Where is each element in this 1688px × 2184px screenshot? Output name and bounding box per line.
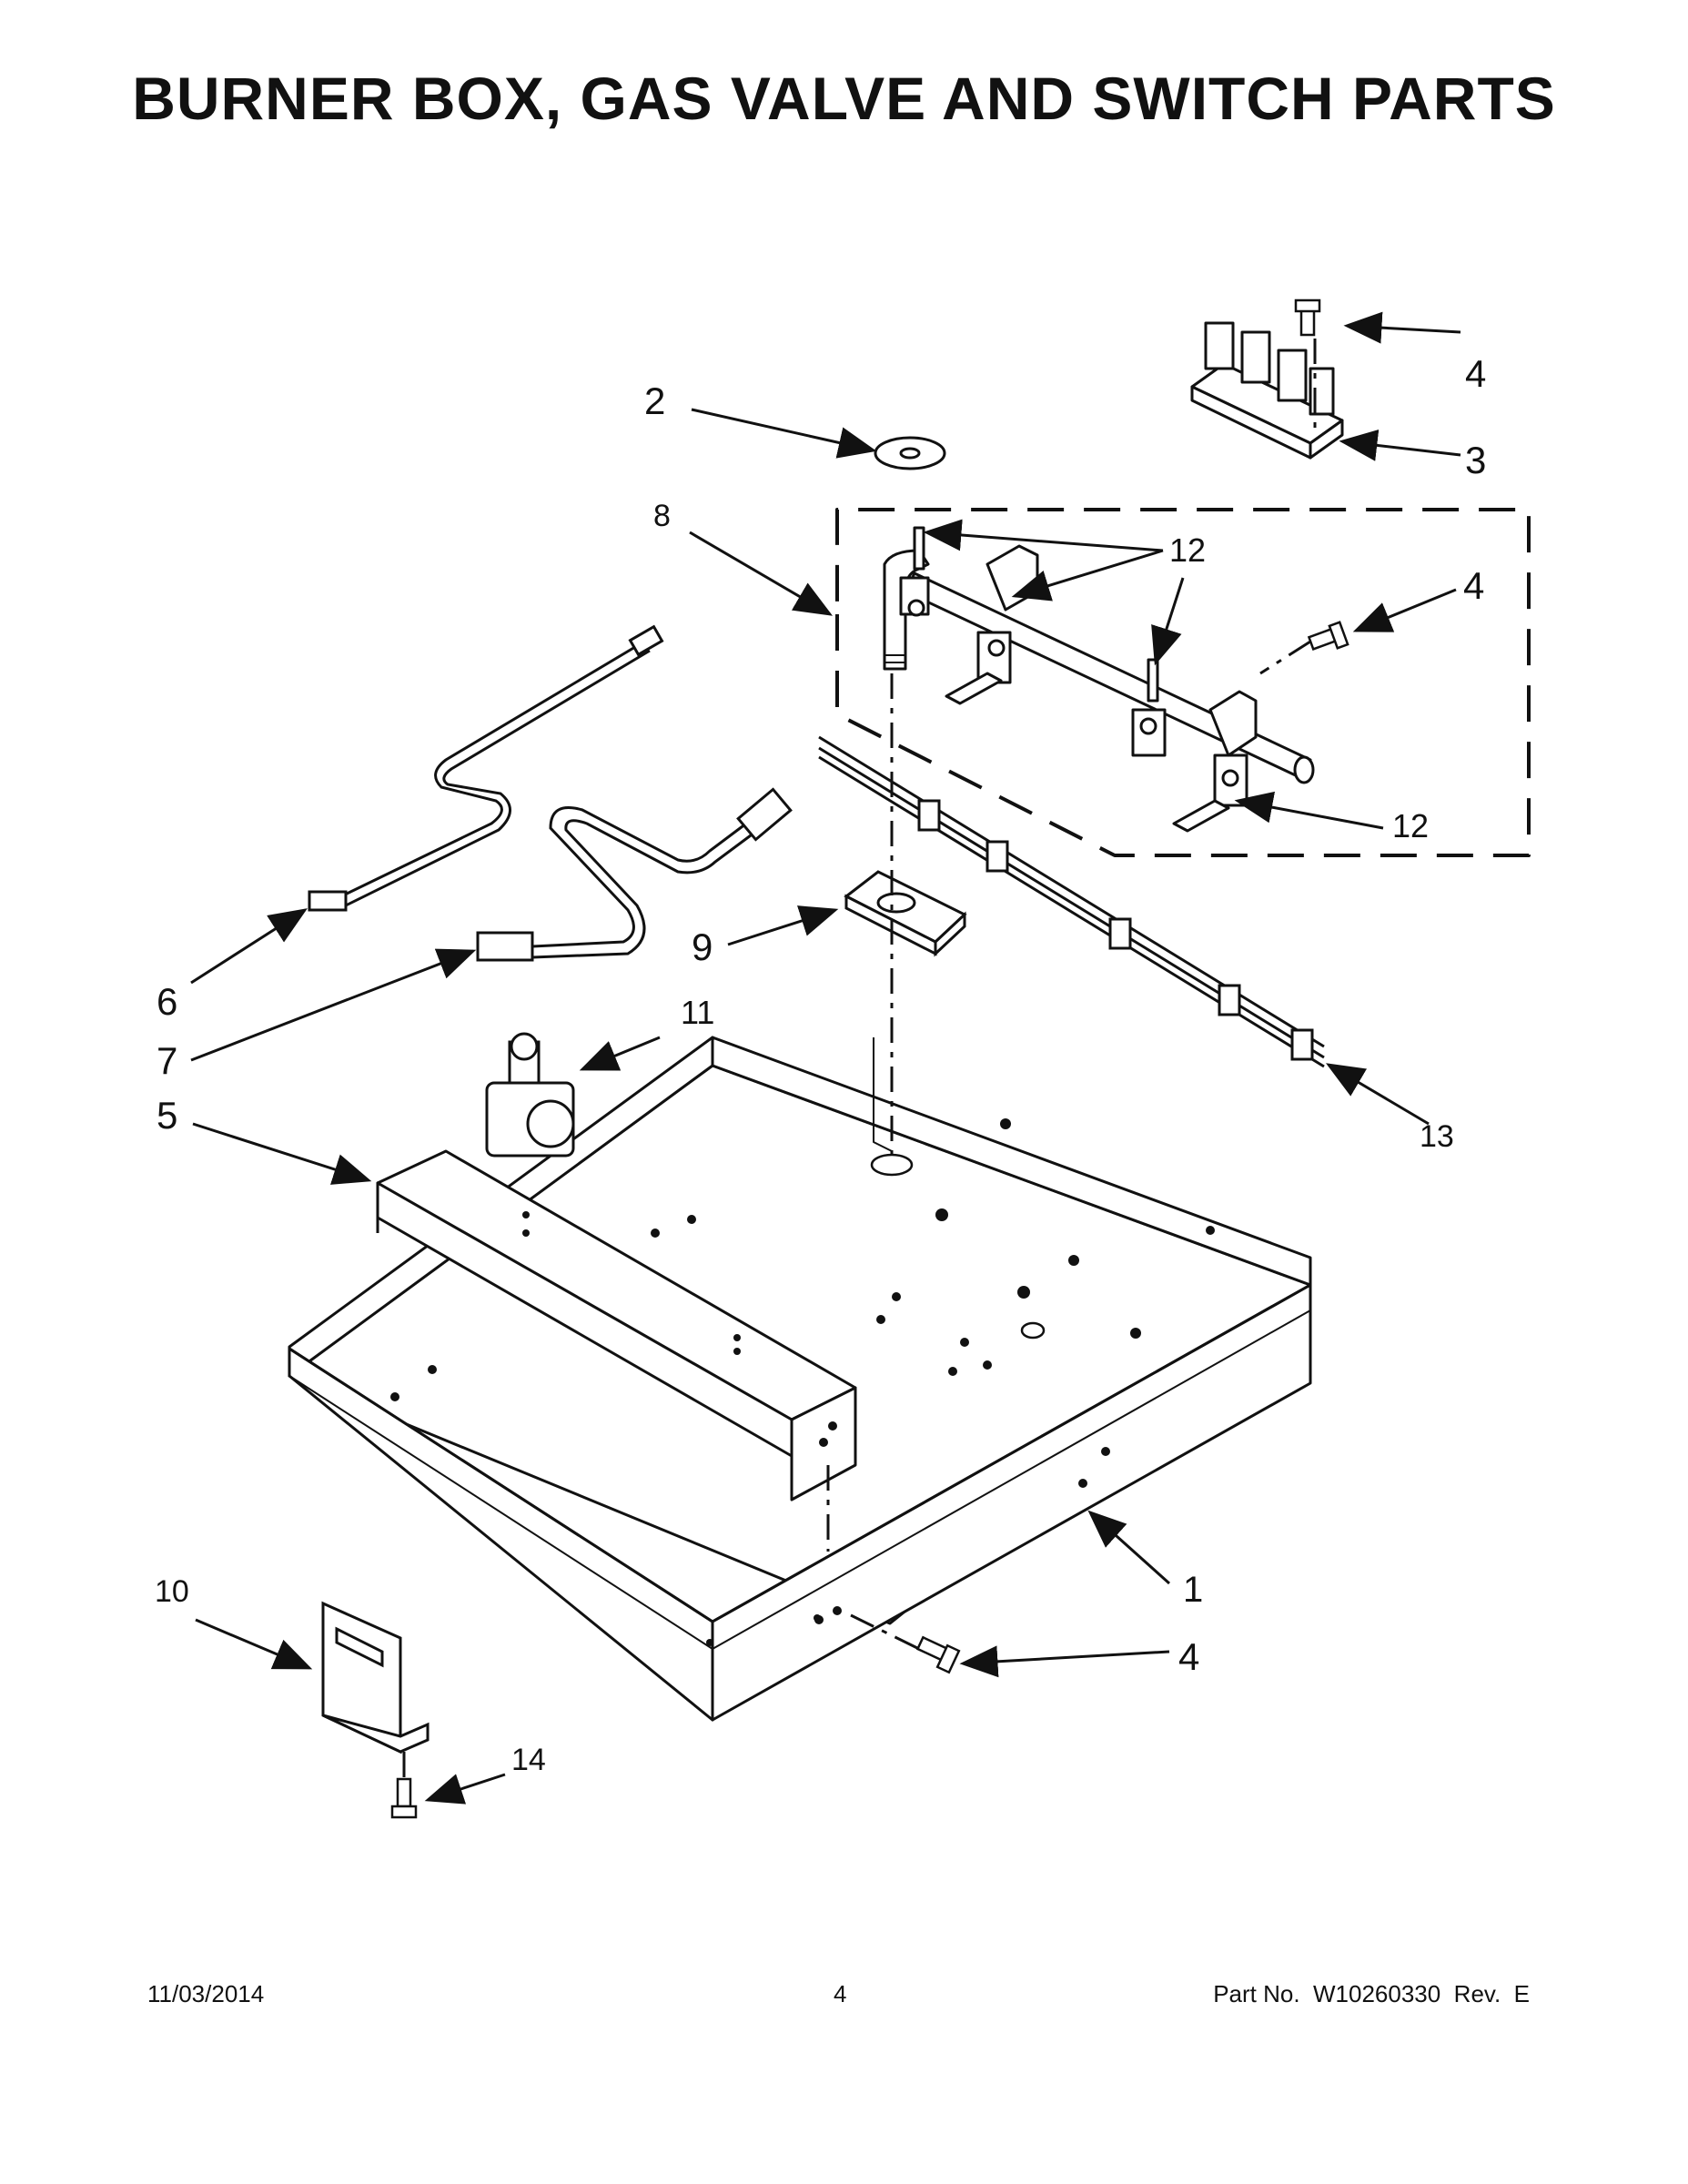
callout-3: 3: [1465, 439, 1486, 481]
center-lines: [402, 339, 1317, 1779]
footer-date: 11/03/2014: [147, 1980, 265, 2007]
callout-7: 7: [157, 1039, 177, 1082]
callout-4-manifold: 4: [1463, 564, 1484, 607]
callout-11: 11: [681, 994, 714, 1031]
gas-tube-7: [476, 787, 793, 962]
page-title: BURNER BOX, GAS VALVE AND SWITCH PARTS: [132, 65, 1556, 132]
callout-9: 9: [692, 925, 713, 968]
footer-page-number: 4: [834, 1980, 847, 2007]
bracket-10: [321, 1601, 430, 1754]
callout-10: 10: [155, 1574, 189, 1609]
callout-5: 5: [157, 1094, 177, 1137]
spark-module: [1190, 321, 1344, 460]
manifold-assembly: [835, 508, 1531, 857]
callout-1: 1: [1183, 1570, 1203, 1610]
callout-4-top: 4: [1465, 352, 1486, 395]
mounting-plate: [844, 870, 967, 957]
gasket: [874, 436, 946, 470]
callout-4-box: 4: [1178, 1635, 1199, 1678]
callout-2: 2: [644, 379, 665, 422]
electrode-harness: [818, 735, 1325, 1068]
screw-top-right: [1294, 298, 1321, 337]
screw-bracket: [390, 1777, 418, 1819]
screw-box-side: [915, 1635, 961, 1674]
callout-8: 8: [653, 499, 671, 533]
callout-12-top: 12: [1169, 531, 1206, 569]
pressure-regulator: [485, 1032, 575, 1158]
cross-bracket: [376, 1149, 857, 1502]
callout-13: 13: [1420, 1119, 1454, 1154]
footer-part-number: Part No. W10260330 Rev. E: [1213, 1980, 1530, 2007]
callout-14: 14: [511, 1743, 546, 1777]
callout-labels: 1 2 3 4 4 4 5 6 7 8 9 10 11 12 12 13 14: [155, 352, 1486, 1777]
callout-6: 6: [157, 980, 177, 1023]
callout-12-bottom: 12: [1392, 807, 1429, 844]
screw-manifold: [1307, 621, 1349, 651]
gas-tube-6: [308, 624, 664, 912]
leader-lines: [190, 311, 1461, 1805]
